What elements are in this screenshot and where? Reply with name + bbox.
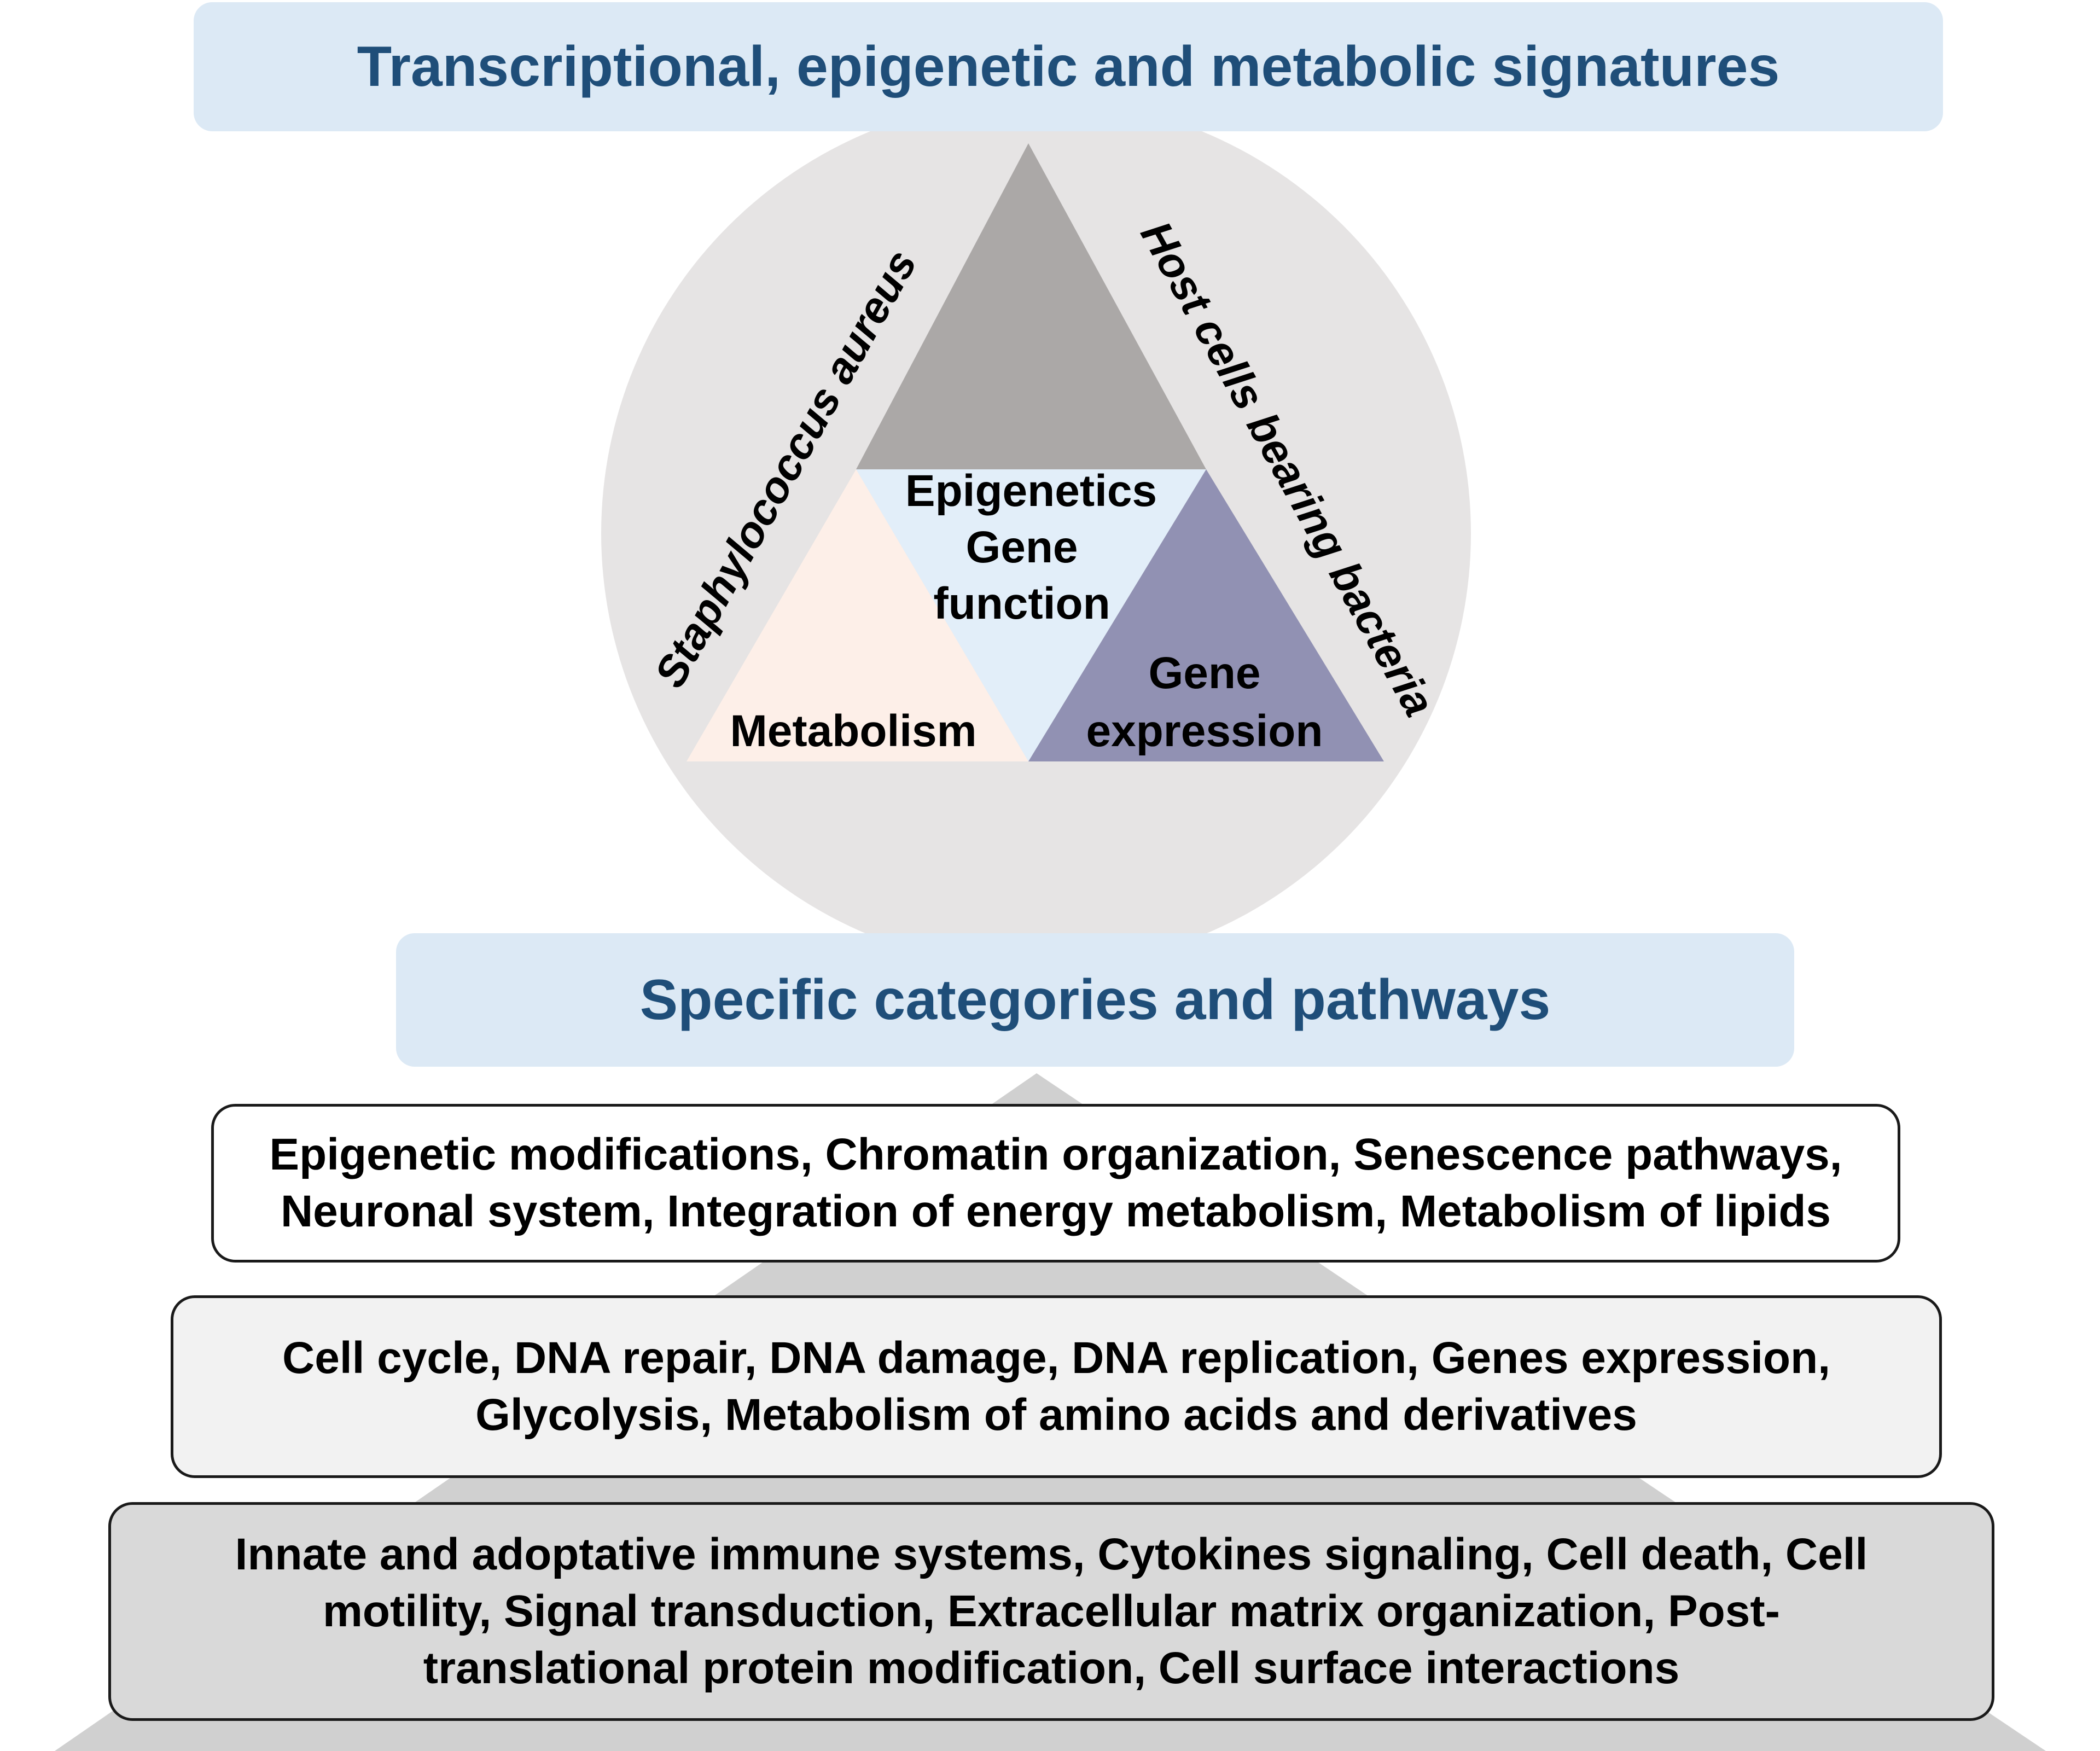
tier-box-2: Cell cycle, DNA repair, DNA damage, DNA … — [171, 1295, 1942, 1478]
center-triangle — [856, 469, 1206, 761]
center-label-line-2: Gene — [965, 522, 1078, 572]
gene-expression-label-line-2: expression — [1086, 706, 1323, 756]
tier-2-line-1: Cell cycle, DNA repair, DNA damage, DNA … — [282, 1333, 1830, 1383]
top-banner-title: Transcriptional, epigenetic and metaboli… — [357, 34, 1780, 98]
tier-2-text: Cell cycle, DNA repair, DNA damage, DNA … — [282, 1330, 1830, 1444]
middle-banner: Specific categories and pathways — [396, 933, 1794, 1067]
apex-triangle — [856, 143, 1206, 469]
middle-banner-title: Specific categories and pathways — [639, 968, 1551, 1032]
top-banner: Transcriptional, epigenetic and metaboli… — [194, 2, 1943, 131]
center-label-line-1: Epigenetics — [905, 466, 1157, 516]
center-label-line-3: function — [933, 579, 1110, 629]
tier-1-text: Epigenetic modifications, Chromatin orga… — [269, 1126, 1842, 1240]
tier-3-line-2: motility, Signal transduction, Extracell… — [323, 1586, 1780, 1636]
tier-1-line-1: Epigenetic modifications, Chromatin orga… — [269, 1130, 1842, 1179]
tier-1-line-2: Neuronal system, Integration of energy m… — [280, 1186, 1831, 1236]
tier-3-text: Innate and adoptative immune systems, Cy… — [235, 1526, 1868, 1697]
tier-box-1: Epigenetic modifications, Chromatin orga… — [211, 1104, 1900, 1263]
metabolism-label: Metabolism — [730, 706, 976, 756]
metabolism-triangle — [687, 469, 1028, 761]
tier-3-line-1: Innate and adoptative immune systems, Cy… — [235, 1529, 1868, 1579]
gene-expression-triangle — [1028, 469, 1384, 761]
gene-expression-label-line-1: Gene — [1148, 648, 1260, 698]
tier-3-line-3: translational protein modification, Cell… — [423, 1643, 1680, 1693]
tier-box-3: Innate and adoptative immune systems, Cy… — [108, 1502, 1994, 1721]
tier-2-line-2: Glycolysis, Metabolism of amino acids an… — [475, 1390, 1637, 1440]
